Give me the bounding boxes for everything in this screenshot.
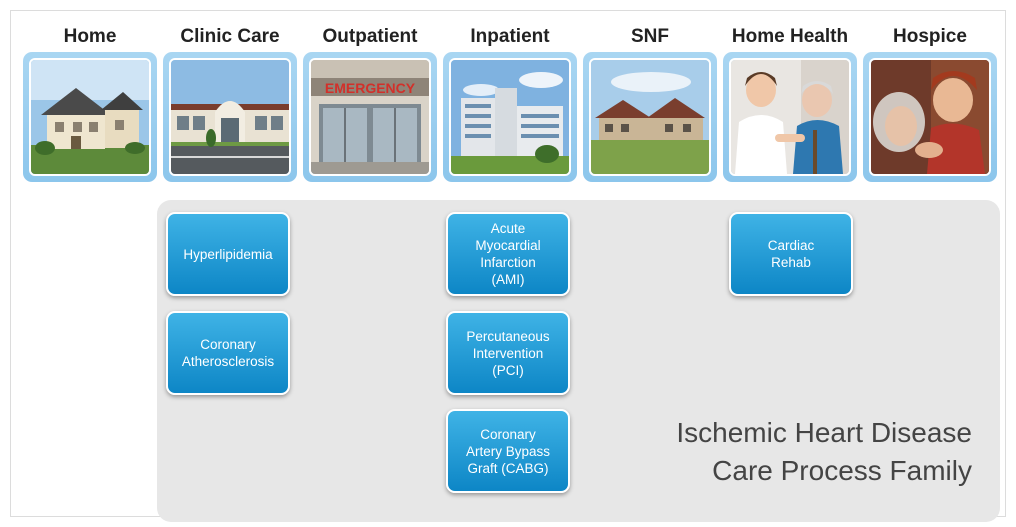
emergency-sign-text: EMERGENCY bbox=[325, 80, 416, 96]
column-title-inpatient: Inpatient bbox=[470, 26, 550, 47]
process-ami[interactable]: Acute Myocardial Infarction (AMI) bbox=[446, 212, 570, 296]
column-title-hospice: Hospice bbox=[893, 26, 967, 47]
inpatient-tile bbox=[443, 52, 577, 182]
process-hyperlipidemia[interactable]: Hyperlipidemia bbox=[166, 212, 290, 296]
family-title-line2: Care Process Family bbox=[712, 455, 972, 486]
family-title-line1: Ischemic Heart Disease bbox=[676, 417, 972, 448]
emergency-entrance-photo: EMERGENCY bbox=[309, 58, 431, 176]
hospice-tile bbox=[863, 52, 997, 182]
caregiver-embrace-photo bbox=[869, 58, 991, 176]
house-photo bbox=[29, 58, 151, 176]
column-title-clinic-care: Clinic Care bbox=[180, 26, 280, 47]
column-title-home-health: Home Health bbox=[731, 26, 849, 47]
clinic-care-tile bbox=[163, 52, 297, 182]
care-process-family-panel bbox=[157, 200, 1000, 522]
clinic-building-photo bbox=[169, 58, 291, 176]
process-cabg[interactable]: Coronary Artery Bypass Graft (CABG) bbox=[446, 409, 570, 493]
hospital-building-photo bbox=[449, 58, 571, 176]
column-title-outpatient: Outpatient bbox=[322, 26, 418, 47]
process-cardiac-rehab[interactable]: Cardiac Rehab bbox=[729, 212, 853, 296]
column-title-snf: SNF bbox=[631, 26, 669, 47]
home-health-tile bbox=[723, 52, 857, 182]
process-pci[interactable]: Percutaneous Intervention (PCI) bbox=[446, 311, 570, 395]
outpatient-tile: EMERGENCY bbox=[303, 52, 437, 182]
column-title-home: Home bbox=[63, 26, 117, 47]
nurse-with-patient-photo bbox=[729, 58, 851, 176]
home-tile bbox=[23, 52, 157, 182]
care-process-family-title: Ischemic Heart Disease Care Process Fami… bbox=[676, 414, 972, 490]
snf-tile bbox=[583, 52, 717, 182]
nursing-facility-photo bbox=[589, 58, 711, 176]
process-coronary-atherosclerosis[interactable]: Coronary Atherosclerosis bbox=[166, 311, 290, 395]
